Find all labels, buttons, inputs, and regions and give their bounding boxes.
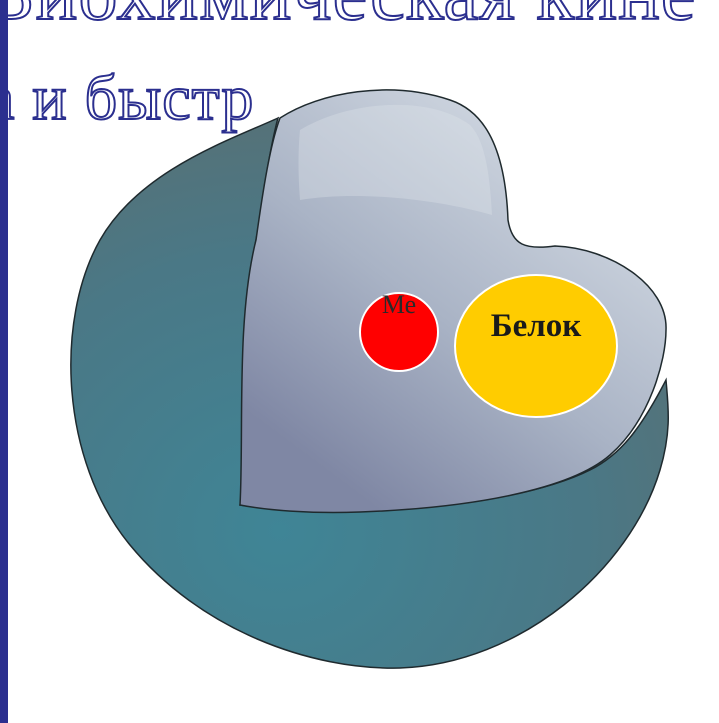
sphere-inner-highlight	[298, 104, 492, 215]
title-line-1: Биохимическая кине	[0, 0, 697, 33]
protein-label: Белок	[490, 308, 582, 344]
title-line-2: а и быстр	[0, 62, 255, 133]
metal-label: Ме	[381, 290, 417, 319]
metal-circle	[359, 292, 439, 372]
protein-circle	[454, 274, 618, 418]
slide-left-border	[0, 0, 8, 723]
